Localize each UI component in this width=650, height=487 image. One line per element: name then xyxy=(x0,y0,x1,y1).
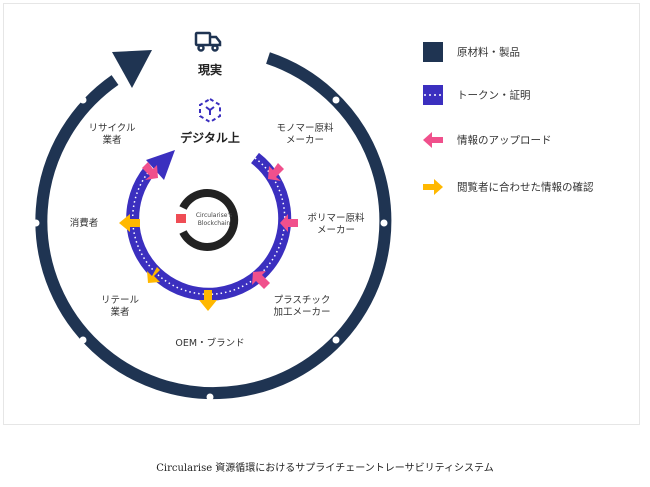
blockchain-red-square xyxy=(176,214,186,223)
actor-monomer-line2: メーカー xyxy=(285,135,325,146)
token-dotted-line xyxy=(131,157,286,296)
blockchain-label-line2: Blockchain xyxy=(197,220,231,227)
actor-retailer-line1: リテール xyxy=(100,295,140,306)
legend-swatch-token xyxy=(423,85,443,105)
actor-polymer: ポリマー原料メーカー xyxy=(307,213,364,237)
truck-icon xyxy=(194,31,222,52)
view-arrows xyxy=(119,214,217,311)
actor-consumer: 消費者 xyxy=(69,218,99,229)
actor-recycler-line2: 業者 xyxy=(102,135,122,146)
actor-retailer: リテール業者 xyxy=(101,295,139,319)
legend-pink-arrow xyxy=(423,132,443,148)
actor-polymer-line2: メーカー xyxy=(316,225,356,236)
reality-label: 現実 xyxy=(197,63,223,77)
actor-plastic-line1: プラスチック xyxy=(273,295,331,306)
actor-monomer-line1: モノマー原料 xyxy=(276,123,334,134)
legend-view: 閲覧者に合わせた情報の確認 xyxy=(457,181,594,194)
actor-monomer: モノマー原料メーカー xyxy=(276,123,333,147)
legend-swatch-material xyxy=(423,42,443,62)
blockchain-ring xyxy=(179,189,239,251)
legend-material: 原材料・製品 xyxy=(457,46,520,59)
actor-recycler: リサイクル業者 xyxy=(88,123,135,147)
blockchain-label-line1: Circularise's xyxy=(195,212,233,219)
digital-token-icon xyxy=(199,97,221,124)
inner-ring-arrowhead xyxy=(146,150,175,180)
actor-oem-brand: OEM・ブランド xyxy=(175,338,245,349)
digital-label: デジタル上 xyxy=(180,131,240,145)
actor-plastic-line2: 加工メーカー xyxy=(273,307,331,318)
legend-upload: 情報のアップロード xyxy=(457,134,552,147)
outer-material-ring xyxy=(35,52,392,400)
actor-polymer-line1: ポリマー原料 xyxy=(307,213,365,224)
digital-token-icon-core xyxy=(205,106,215,115)
outer-ring-arrowhead xyxy=(112,50,152,88)
upload-arrows xyxy=(142,162,298,289)
legend-yellow-arrow xyxy=(423,179,443,195)
figure-caption: Circularise 資源循環におけるサプライチェーントレーサビリティシステム xyxy=(156,463,494,474)
actor-plastic-processor: プラスチック加工メーカー xyxy=(273,295,330,319)
outer-ring-dots xyxy=(32,96,388,401)
actor-retailer-line2: 業者 xyxy=(110,307,130,318)
legend-token: トークン・証明 xyxy=(457,89,531,102)
actor-recycler-line1: リサイクル xyxy=(88,123,136,134)
figure-frame xyxy=(3,3,640,425)
